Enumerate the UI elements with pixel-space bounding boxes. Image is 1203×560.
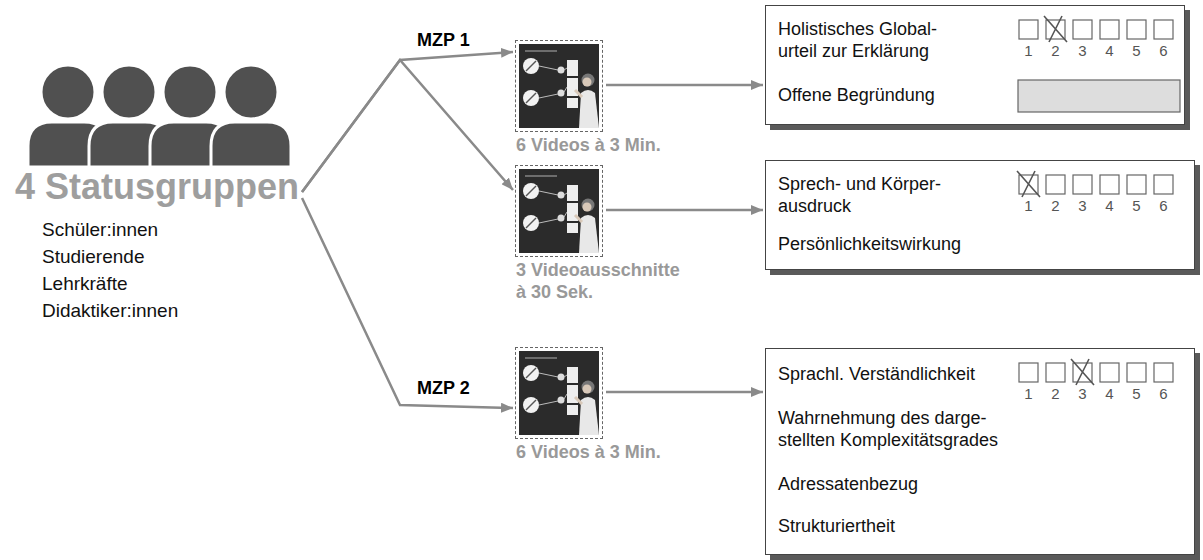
cross-mark (1017, 16, 1094, 385)
cross-mark (1071, 359, 1094, 385)
person-head (102, 65, 156, 119)
rating-item: Sprachl. Verständlichkeit (778, 363, 1018, 385)
checkbox (1154, 363, 1173, 382)
checkbox (1127, 20, 1146, 39)
rating-item: Persönlichkeitswirkung (778, 233, 968, 255)
checkbox (1100, 175, 1119, 194)
checkbox (1100, 20, 1119, 39)
scale-number: 1 (1019, 42, 1039, 59)
connector-arrow (606, 391, 763, 394)
scale-number: 6 (1154, 385, 1174, 402)
scale-number: 5 (1127, 197, 1147, 214)
scale-number: 4 (1100, 197, 1120, 214)
video-frame: 6 Videos à 3 Min. (515, 40, 603, 132)
people-icon (28, 65, 291, 167)
connector-arrow (302, 52, 513, 192)
scale-number: 2 (1046, 385, 1066, 402)
checkbox (1073, 175, 1092, 194)
rating-item: Adressatenbezug (778, 473, 1018, 495)
rating-box: Sprachl. VerständlichkeitWahrnehmung des… (765, 348, 1195, 555)
checkbox (1154, 175, 1173, 194)
cross-mark (1044, 16, 1067, 42)
cross-mark (1017, 171, 1040, 197)
scale-number: 1 (1019, 385, 1039, 402)
scale-number: 4 (1100, 385, 1120, 402)
scale-number: 2 (1046, 197, 1066, 214)
text-field (1018, 80, 1180, 112)
checkbox (1019, 20, 1038, 39)
checkbox (1100, 363, 1119, 382)
rating-item: Offene Begründung (778, 84, 968, 106)
connector-arrow (606, 84, 763, 87)
person-head (224, 65, 278, 119)
checkbox (1127, 175, 1146, 194)
scale-number: 3 (1073, 385, 1093, 402)
scale-number: 5 (1127, 42, 1147, 59)
video-frame: 6 Videos à 3 Min. (515, 347, 603, 439)
group-title: 4 Statusgruppen (15, 166, 299, 208)
rating-item: Sprech- und Körper- ausdruck (778, 173, 968, 217)
rating-box: Sprech- und Körper- ausdruckPersönlichke… (765, 160, 1195, 270)
checkbox (1046, 363, 1065, 382)
time-point-label: MZP 2 (417, 378, 470, 399)
scale-number: 3 (1073, 197, 1093, 214)
rating-item: Strukturiertheit (778, 515, 1018, 537)
rating-scale (1019, 175, 1173, 194)
scale-number: 3 (1073, 42, 1093, 59)
rating-item: Wahrnehmung des darge- stellten Komplexi… (778, 407, 1018, 451)
video-still (519, 44, 599, 128)
checkbox (1046, 175, 1065, 194)
person-body (211, 122, 291, 167)
video-still (519, 351, 599, 435)
person-head (163, 65, 217, 119)
connector-arrow (606, 209, 763, 212)
time-point-label: MZP 1 (417, 30, 470, 51)
connector-arrow (302, 60, 513, 192)
video-caption: 6 Videos à 3 Min. (516, 441, 661, 463)
video-caption: 3 Videoausschnitte à 30 Sek. (516, 259, 688, 303)
video-frame: 3 Videoausschnitte à 30 Sek. (515, 165, 603, 257)
checkbox (1127, 363, 1146, 382)
scale-number: 2 (1046, 42, 1066, 59)
person-head (41, 65, 95, 119)
group-list: Schüler:innen Studierende Lehrkräfte Did… (42, 216, 178, 324)
checkbox (1073, 20, 1092, 39)
rating-scale (1019, 20, 1173, 39)
rating-box: Holistisches Global- urteil zur Erklärun… (765, 5, 1185, 125)
rating-scale (1019, 363, 1173, 382)
scale-number: 6 (1154, 42, 1174, 59)
scale-number: 4 (1100, 42, 1120, 59)
scale-number: 5 (1127, 385, 1147, 402)
status-group: 4 StatusgruppenSchüler:innen Studierende… (15, 166, 299, 324)
video-caption: 6 Videos à 3 Min. (516, 134, 661, 156)
scale-number: 6 (1154, 197, 1174, 214)
checkbox (1154, 20, 1173, 39)
connector-arrow (302, 198, 513, 408)
video-still (519, 169, 599, 253)
rating-item: Holistisches Global- urteil zur Erklärun… (778, 18, 968, 62)
checkbox (1019, 363, 1038, 382)
scale-number: 1 (1019, 197, 1039, 214)
